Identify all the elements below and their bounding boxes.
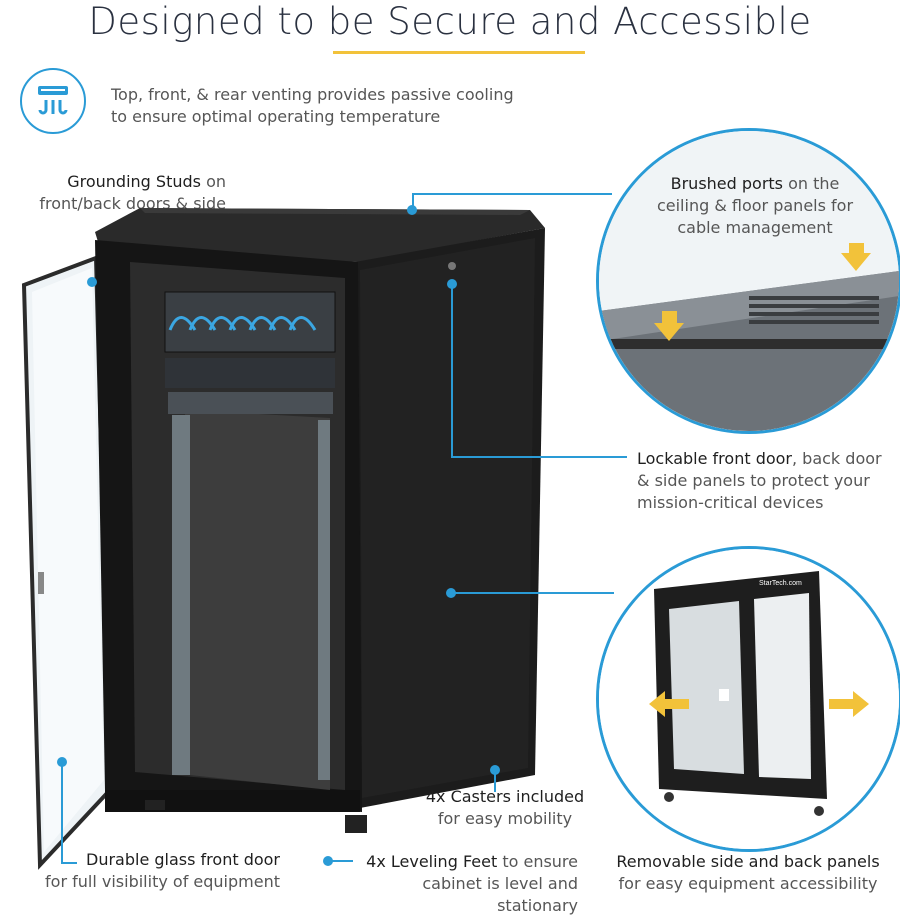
lock-leader-line-h: [451, 456, 627, 458]
grounding-marker: [87, 277, 97, 287]
glass-door-description: Durable glass front door for full visibi…: [45, 850, 280, 891]
removable-panels-description: Removable side and back panels for easy …: [616, 852, 880, 893]
side-panel-marker: [446, 588, 456, 598]
glass-leader-line-v: [61, 762, 63, 864]
airflow-icon: [20, 68, 86, 134]
lock-leader-line-v: [451, 284, 453, 458]
side-panel-leader-line: [454, 592, 614, 594]
brushed-port-marker: [407, 205, 417, 215]
title-underline: [333, 51, 585, 54]
feet-leader-line: [331, 860, 353, 862]
caster-leader-line: [494, 770, 496, 792]
brushed-ports-description: Brushed ports on the ceiling & floor pan…: [656, 174, 854, 237]
glass-leader-line-h: [61, 862, 77, 864]
page-title: Designed to be Secure and Accessible: [88, 0, 812, 43]
brand-label: StarTech.com: [759, 580, 802, 587]
open-frame-closeup: StarTech.com: [596, 546, 900, 852]
casters-description: 4x Casters included for easy mobility: [425, 787, 585, 828]
leveling-foot-marker: [323, 856, 333, 866]
brushed-leader-line: [412, 193, 612, 195]
lockable-description: Lockable front door, back door & side pa…: [637, 449, 882, 512]
leveling-feet-description: 4x Leveling Feet to ensure cabinet is le…: [366, 852, 578, 915]
venting-description: Top, front, & rear venting provides pass…: [111, 85, 514, 126]
brushed-leader-line-v: [412, 193, 414, 211]
brushed-ports-closeup: [596, 128, 900, 434]
